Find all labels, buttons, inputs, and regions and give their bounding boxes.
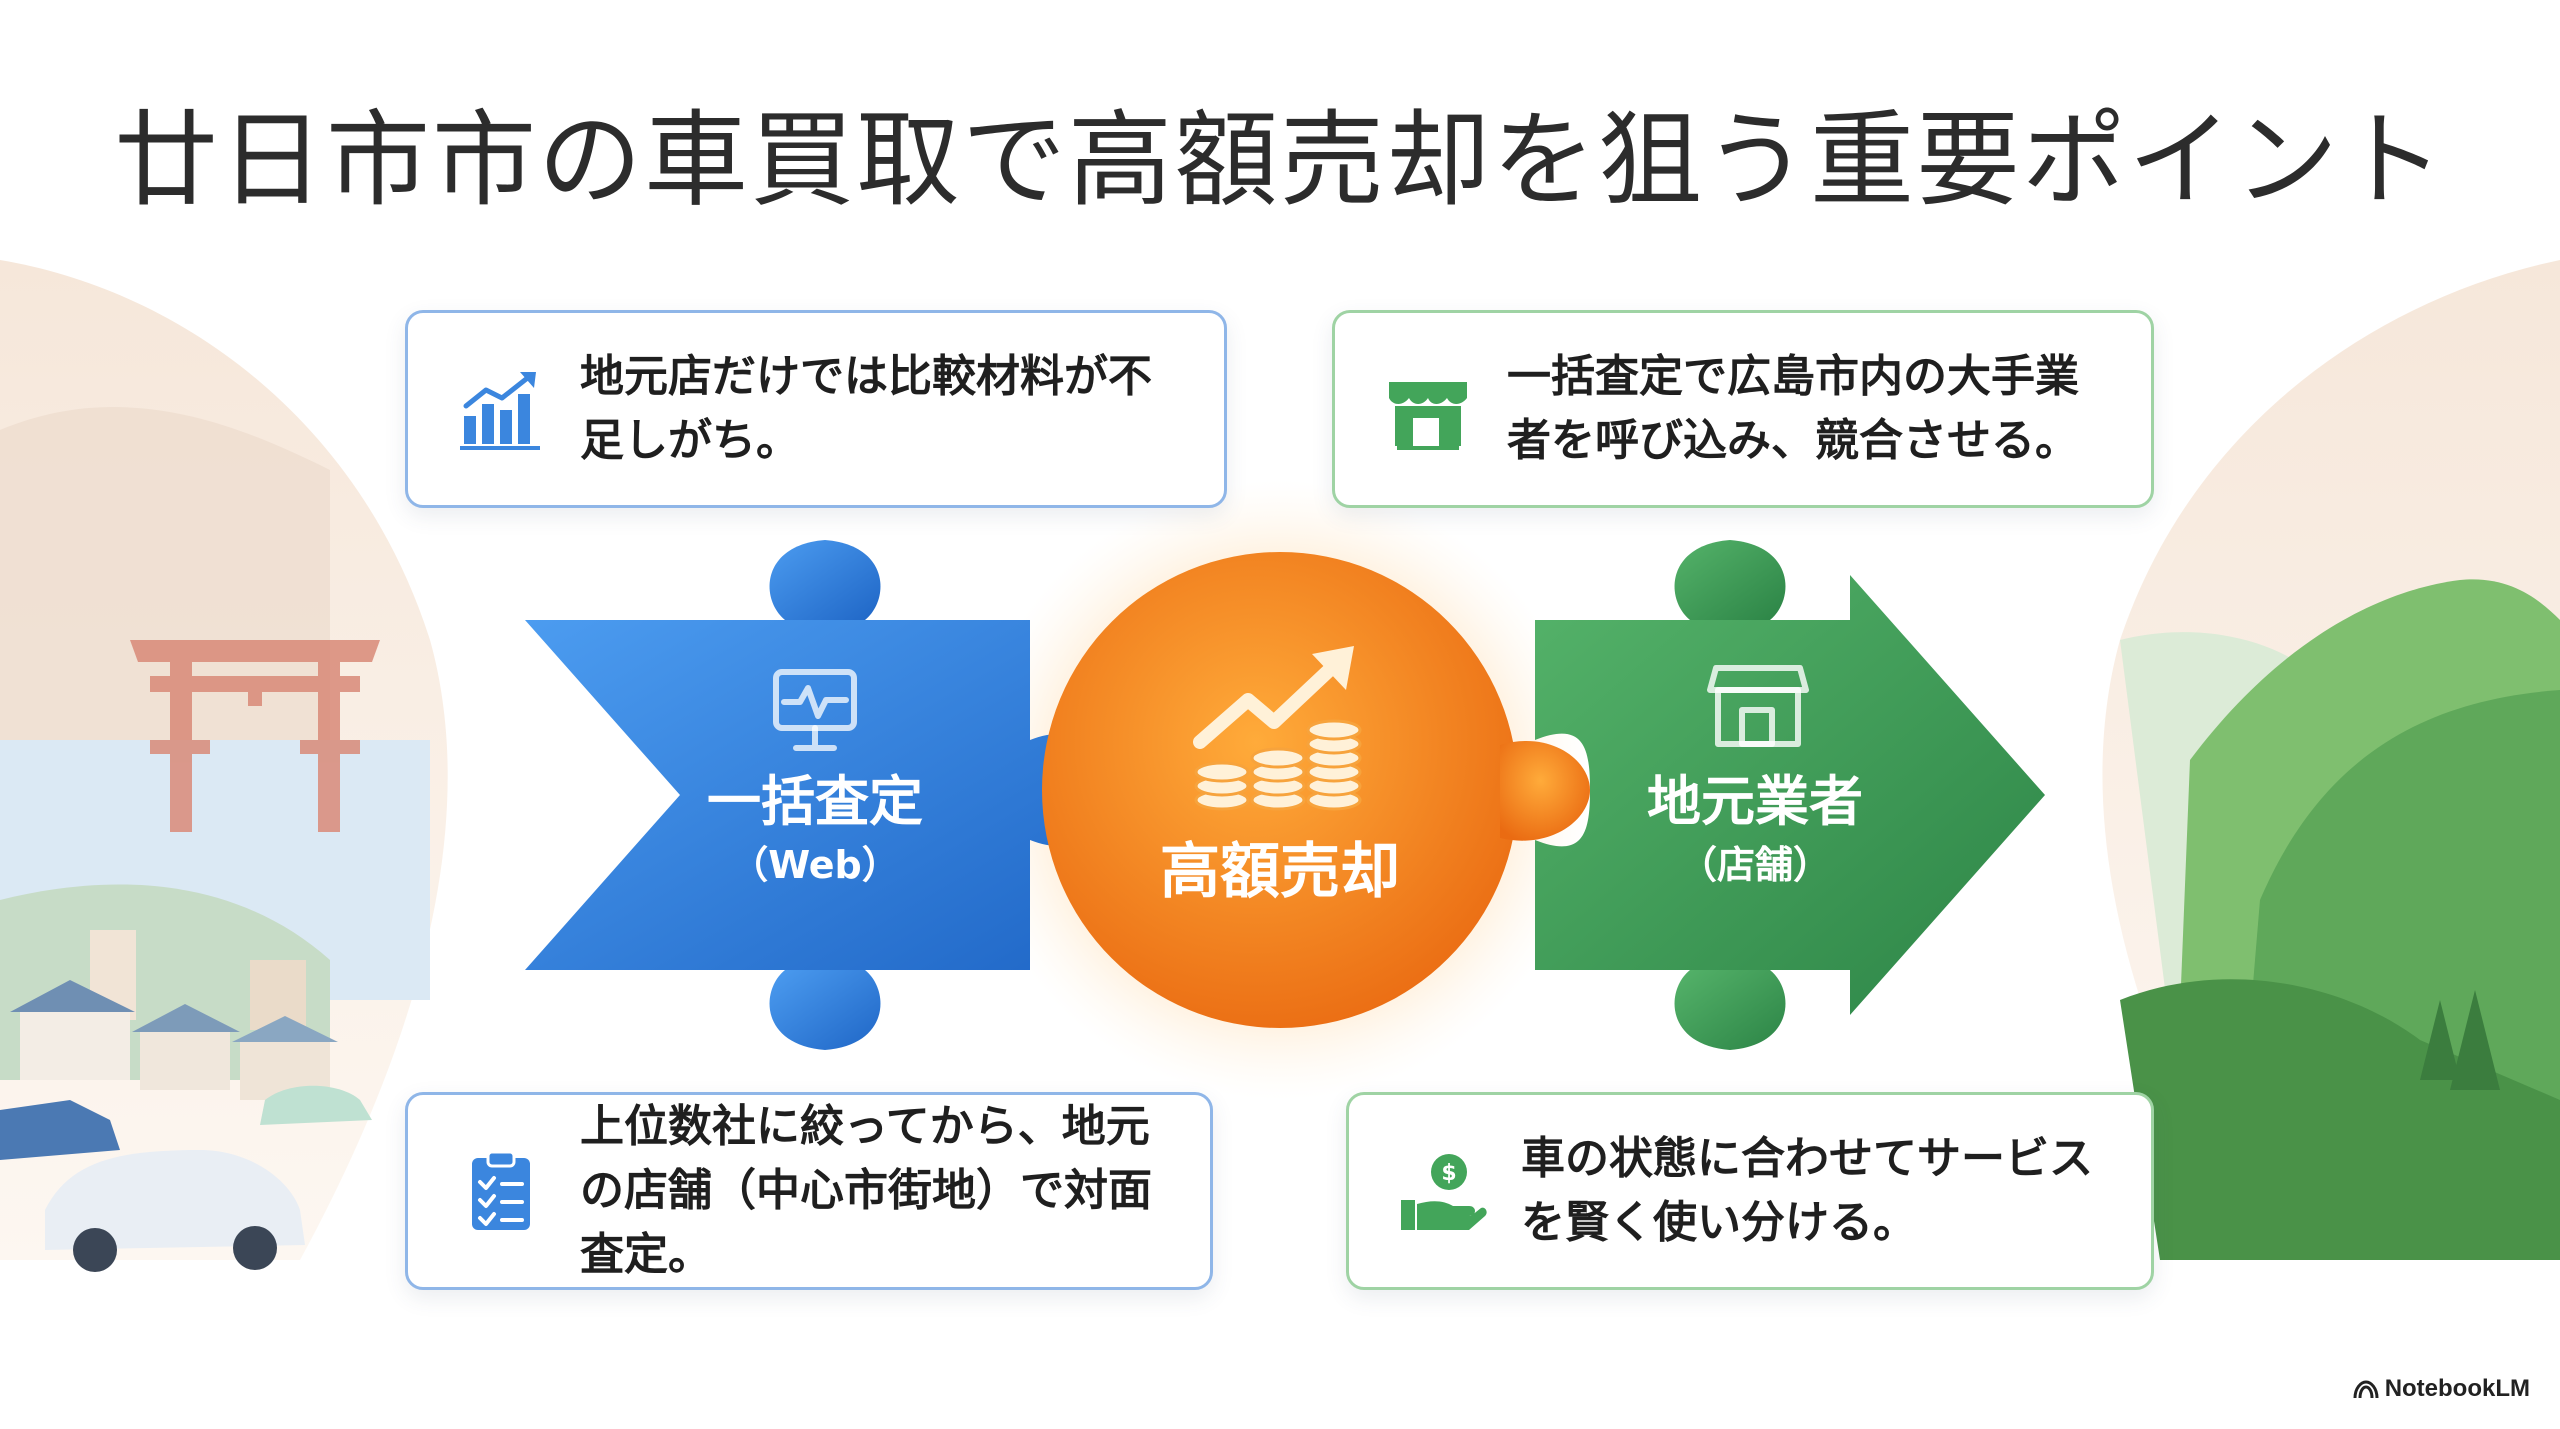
clipboard-checklist-icon xyxy=(472,1150,530,1230)
right-piece-sub: （店舗） xyxy=(1679,843,1831,887)
center-piece-label: 高額売却 xyxy=(1160,837,1400,907)
card-top-right: 一括査定で広島市内の大手業者を呼び込み、競合させる。 xyxy=(1332,310,2154,508)
right-puzzle-piece xyxy=(1535,540,2045,1050)
brand-logo: NotebookLM xyxy=(2353,1375,2530,1403)
svg-text:$: $ xyxy=(1441,1161,1456,1186)
left-landscape xyxy=(0,260,448,1272)
monitor-icon xyxy=(773,669,857,751)
bar-chart-growth-icon xyxy=(460,372,540,450)
right-piece-label: 地元業者 xyxy=(1647,770,1863,833)
store-icon xyxy=(1707,665,1809,747)
card-bottom-right: $ 車の状態に合わせてサービスを賢く使い分ける。 xyxy=(1346,1092,2154,1290)
left-puzzle-piece xyxy=(525,540,1130,1050)
notebooklm-icon xyxy=(2353,1380,2379,1398)
brand-name: NotebookLM xyxy=(2384,1375,2530,1402)
card-top-left: 地元店だけでは比較材料が不足しがち。 xyxy=(405,310,1227,508)
card-top-left-text: 地元店だけでは比較材料が不足しがち。 xyxy=(580,351,1152,466)
card-bottom-right-text: 車の状態に合わせてサービスを賢く使い分ける。 xyxy=(1521,1133,2093,1248)
hand-money-icon: $ xyxy=(1401,1154,1487,1230)
torii-gate xyxy=(130,640,380,832)
card-bottom-left: 上位数社に絞ってから、地元の店舗（中心市街地）で対面査定。 xyxy=(405,1092,1213,1290)
town-buildings xyxy=(10,930,338,1100)
right-landscape xyxy=(2102,260,2560,1260)
store-icon xyxy=(1389,382,1467,450)
coins-growth-icon xyxy=(1193,646,1362,811)
left-piece-sub: （Web） xyxy=(730,843,900,887)
card-top-right-text: 一括査定で広島市内の大手業者を呼び込み、競合させる。 xyxy=(1507,351,2079,466)
cars xyxy=(0,1085,372,1272)
card-bottom-left-text: 上位数社に絞ってから、地元の店舗（中心市街地）で対面査定。 xyxy=(580,1101,1152,1280)
page-title: 廿日市市の車買取で高額売却を狙う重要ポイント xyxy=(113,99,2446,221)
left-piece-label: 一括査定 xyxy=(707,770,923,833)
